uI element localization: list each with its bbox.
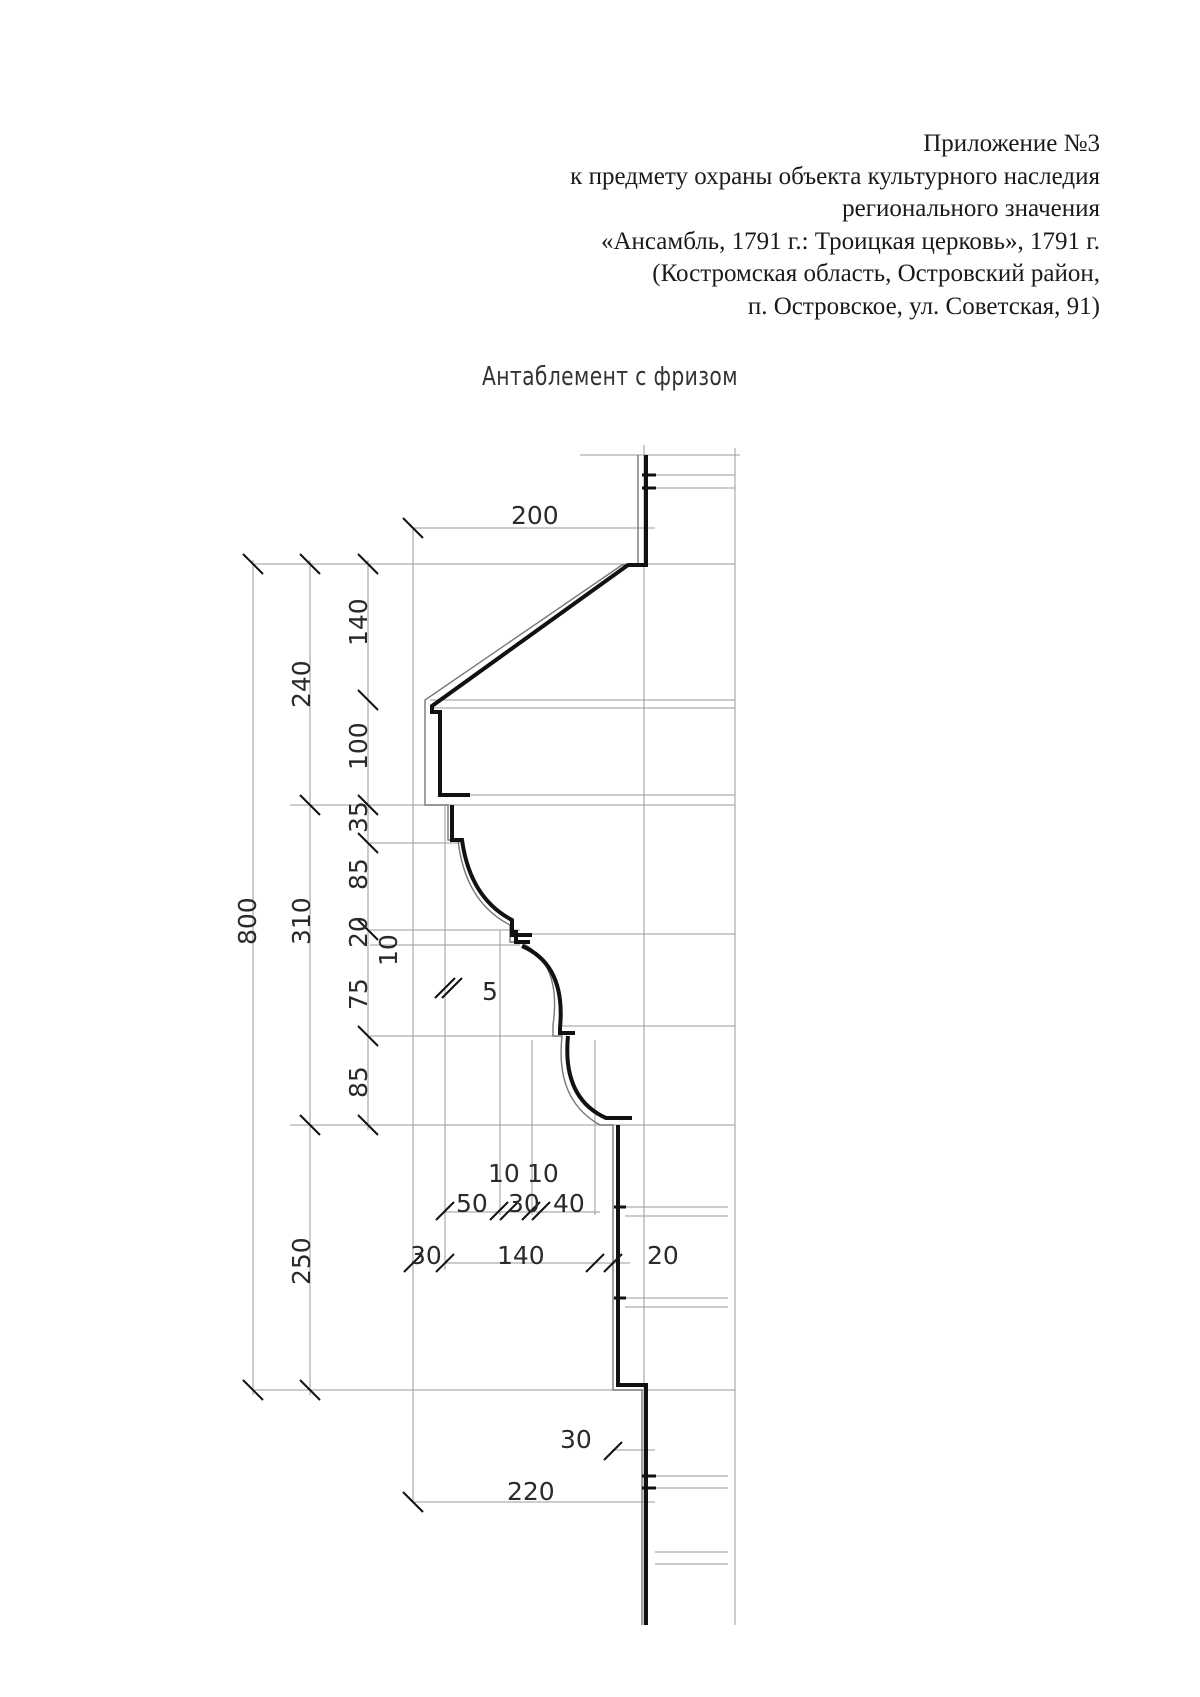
dim-step-10: 10	[374, 934, 403, 966]
dim-top-width: 200	[511, 501, 559, 530]
dim-fillet-1: 35	[344, 801, 373, 833]
dim-proj-50: 50	[456, 1189, 488, 1218]
header-line-3: регионального значения	[842, 195, 1100, 222]
header-line-2: к предмету охраны объекта культурного на…	[570, 162, 1100, 190]
dimension-labels: 200 220 30 800 240 250 310 140 100 35 85…	[233, 501, 679, 1506]
dim-cornice-height: 240	[287, 660, 316, 708]
drawing-title: Антаблемент с фризом	[482, 362, 738, 392]
dim-proj-40: 40	[553, 1189, 585, 1218]
dim-corona-slope: 140	[344, 598, 373, 646]
dim-fillet-2: 20	[344, 916, 373, 948]
profile-outline	[424, 455, 643, 1625]
header-line-1: Приложение №3	[923, 130, 1100, 157]
dim-cyma-1: 85	[344, 858, 373, 890]
header-line-4: «Ансамбль, 1791 г.: Троицкая церковь», 1…	[600, 227, 1100, 255]
dim-bottom-offset: 30	[560, 1425, 592, 1454]
wall-joints	[614, 473, 656, 1490]
dim-frieze-height: 250	[287, 1237, 316, 1285]
dim-frieze-right: 20	[647, 1241, 679, 1270]
dim-corona-band: 100	[344, 722, 373, 770]
profile-heavy-line	[430, 455, 648, 1625]
extension-lines	[252, 445, 740, 1625]
dim-architrave-height: 310	[287, 897, 316, 945]
dim-gap-5: 5	[482, 977, 498, 1006]
dimension-ticks	[242, 517, 623, 1513]
dim-bottom-width: 220	[507, 1477, 555, 1506]
dim-frieze-mid: 140	[497, 1241, 545, 1270]
dim-proj-30: 30	[508, 1189, 540, 1218]
appendix-header: Приложение №3 к предмету охраны объекта …	[340, 128, 1100, 323]
dim-cyma-3: 85	[344, 1066, 373, 1098]
dim-step-10-a: 10	[488, 1159, 520, 1188]
header-line-5: (Костромская область, Островский район,	[652, 260, 1100, 287]
dim-step-10-b: 10	[527, 1159, 559, 1188]
header-line-6: п. Островское, ул. Советская, 91)	[747, 292, 1100, 320]
dim-frieze-left: 30	[410, 1241, 442, 1270]
dim-total-height: 800	[233, 897, 262, 945]
dim-cyma-2: 75	[344, 978, 373, 1010]
